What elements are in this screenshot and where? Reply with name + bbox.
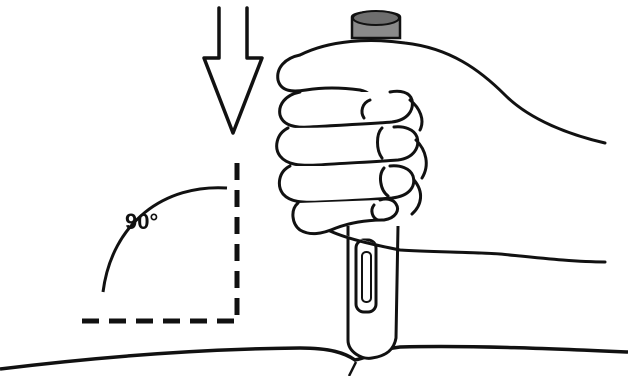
hand-finger-2 — [275, 125, 420, 167]
hand-finger-1 — [278, 89, 414, 129]
hand-outline — [298, 39, 607, 264]
hand-icon — [275, 39, 607, 264]
angle-label: 90° — [125, 209, 158, 234]
injection-pen-icon — [346, 10, 402, 376]
down-arrow-icon — [202, 6, 264, 135]
angle-arc — [101, 186, 228, 293]
hand-finger-3 — [277, 164, 416, 204]
skin-surface — [0, 344, 628, 371]
